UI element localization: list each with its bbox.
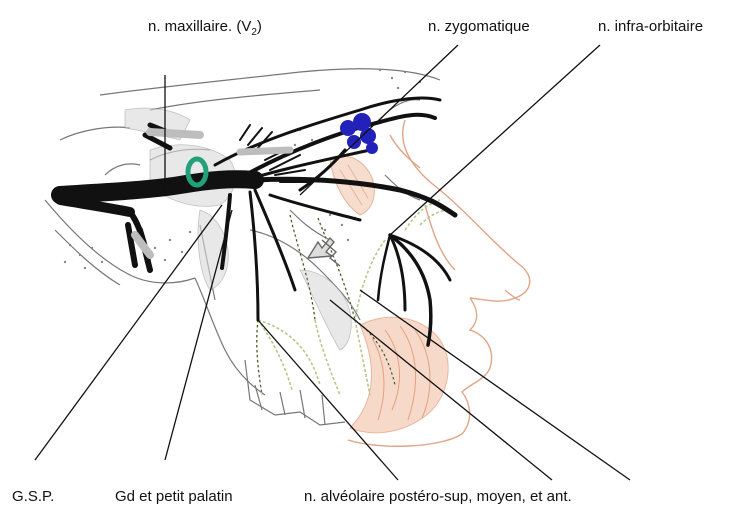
label-infraorbital-nerve: n. infra-orbitaire <box>598 18 703 36</box>
label-alveolar-nerves: n. alvéolaire postéro-sup, moyen, et ant… <box>304 488 572 506</box>
label-maxillary-nerve: n. maxillaire. (V2) <box>148 18 262 42</box>
orbital-cluster <box>340 113 378 154</box>
nerve-trunks <box>60 98 455 345</box>
leader-alveolar-mid <box>330 300 552 480</box>
label-maxillary-suffix: ) <box>257 18 262 35</box>
label-gsp: G.S.P. <box>12 488 54 506</box>
lip-muscle <box>350 317 448 432</box>
label-palatine-nerves: Gd et petit palatin <box>115 488 233 506</box>
label-maxillary-prefix: n. maxillaire. (V <box>148 18 251 35</box>
label-zygomatic-nerve: n. zygomatique <box>428 18 530 36</box>
leader-lines <box>35 45 630 480</box>
direction-arrows <box>308 238 340 266</box>
leader-infraorbital <box>390 45 600 235</box>
